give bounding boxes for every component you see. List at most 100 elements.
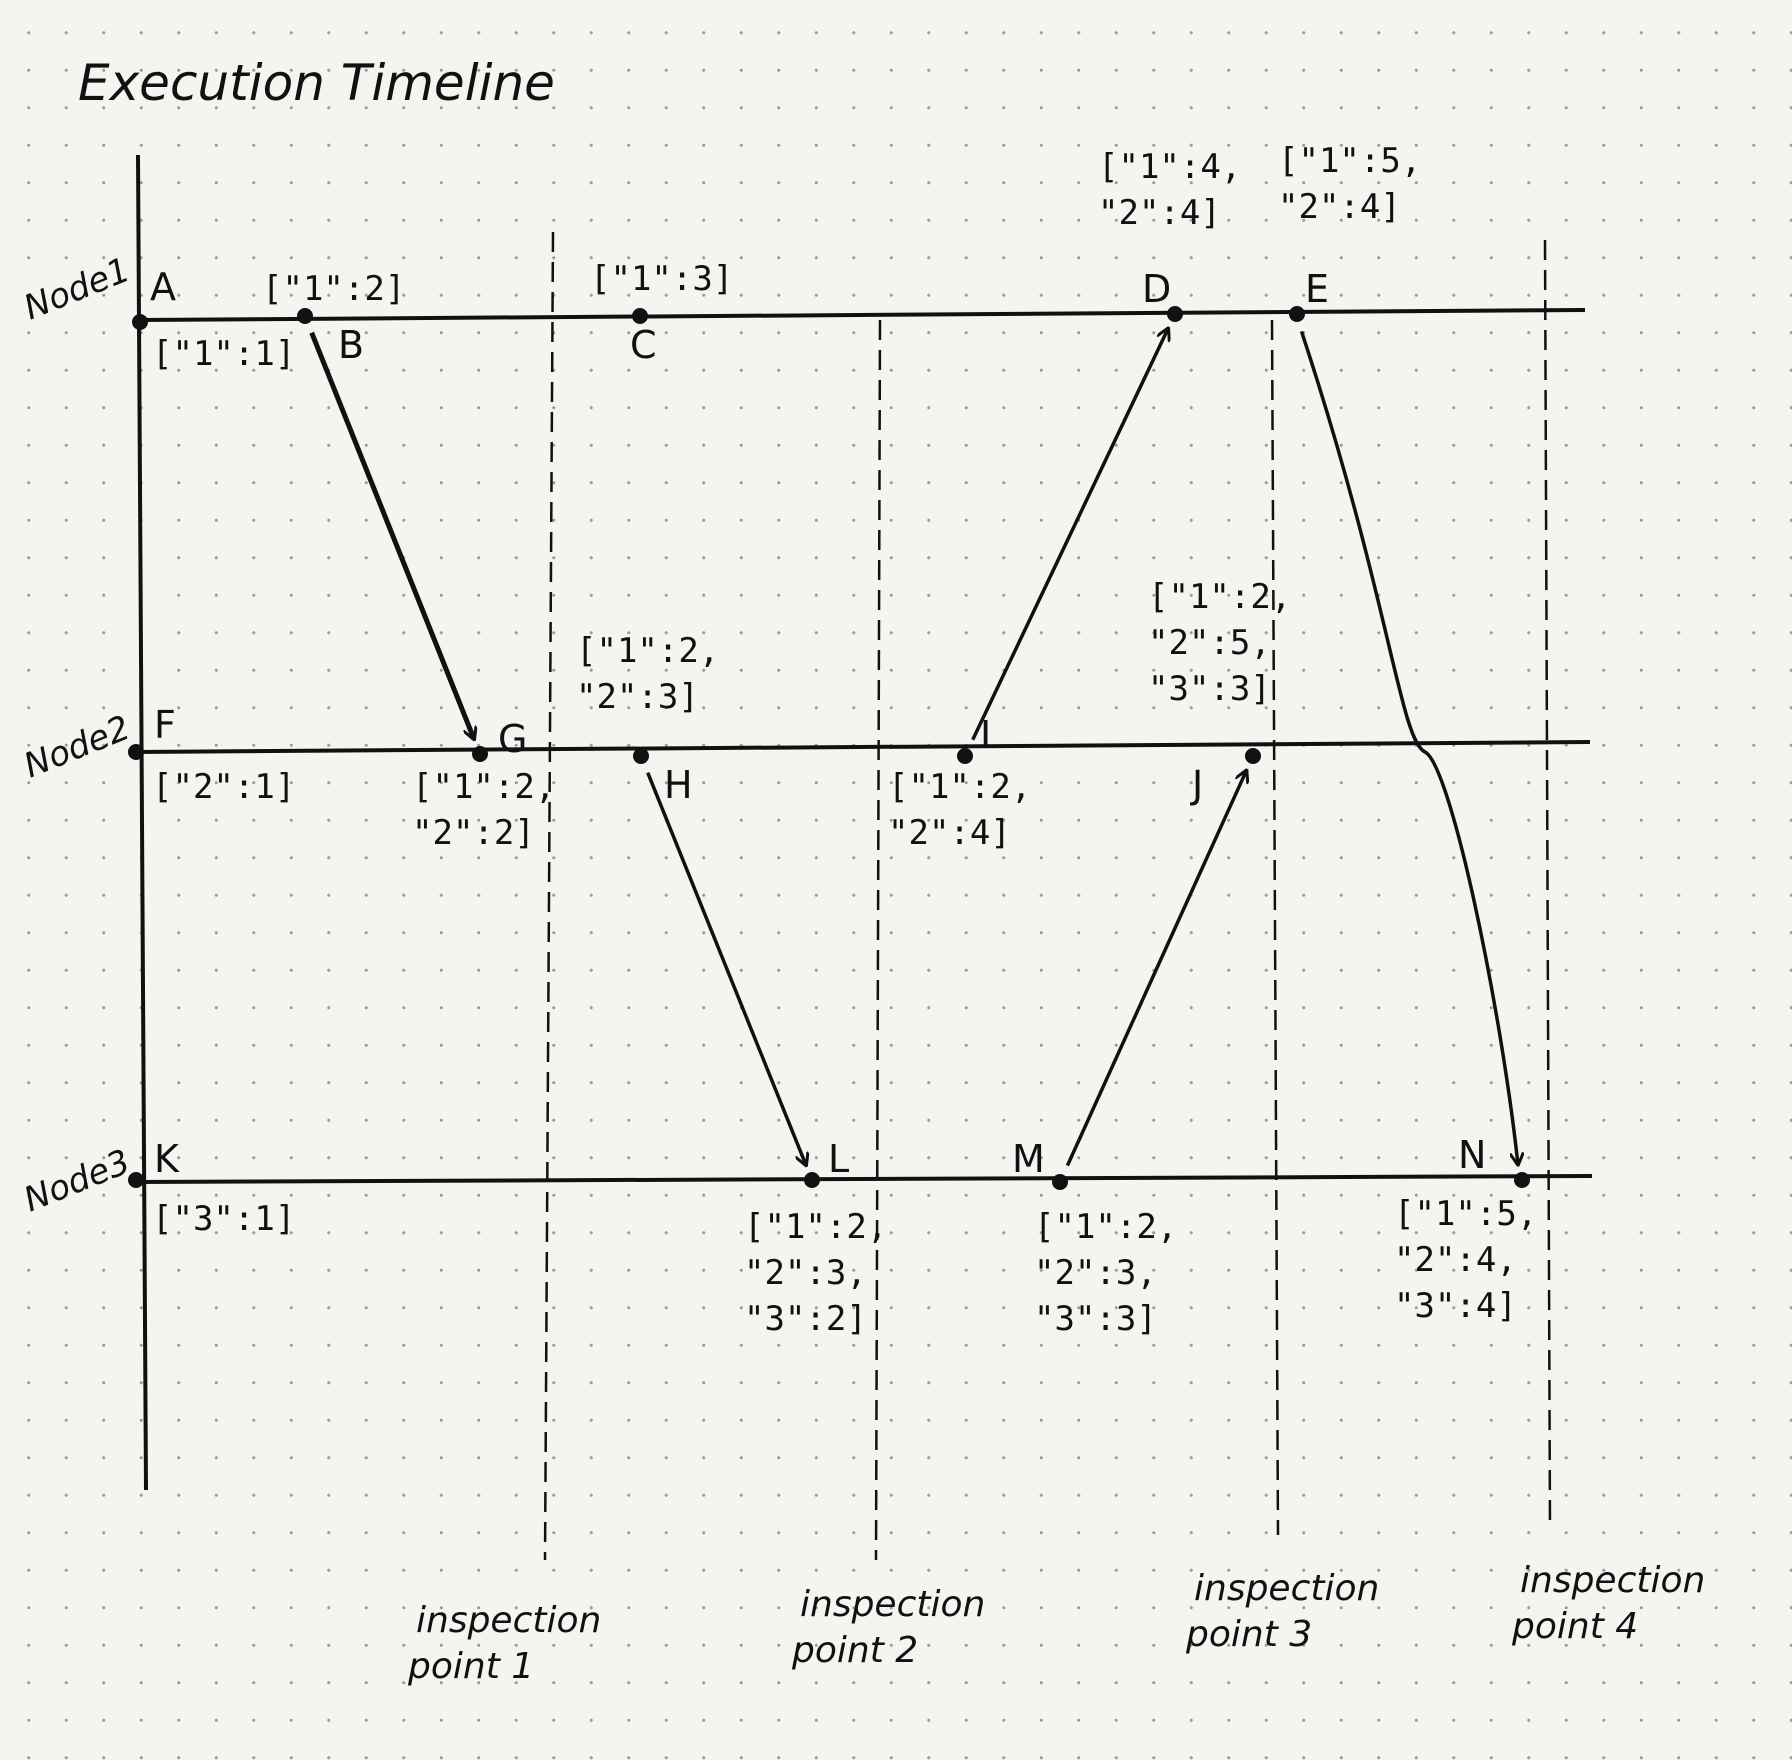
vector-clock: ["1":5, "2":4] — [1278, 141, 1421, 227]
clock-line: "3":2] — [744, 1299, 867, 1339]
event-dot — [633, 748, 649, 764]
event-dot — [1245, 748, 1261, 764]
event-label: F — [154, 703, 176, 747]
clock-line: "3":4] — [1394, 1286, 1517, 1326]
inspection-label: inspection — [416, 1600, 601, 1641]
messages — [309, 328, 1518, 1167]
clock-line: "3":3] — [1148, 669, 1271, 709]
vector-clock: ["1":4, "2":4] — [1098, 147, 1241, 233]
event-label: C — [630, 323, 657, 367]
inspection-label: point 3 — [1185, 1614, 1312, 1655]
event-label: M — [1012, 1137, 1045, 1181]
node-label: Node2 — [18, 708, 135, 786]
clock-line: ["1":2, — [1148, 577, 1291, 617]
clock-line: ["1":2, — [1034, 1207, 1177, 1247]
clock-line: ["3":1] — [152, 1199, 295, 1239]
time-axis — [136, 154, 148, 1491]
vector-clock: ["1":2, "2":5, "3":3] — [1148, 577, 1291, 709]
event-label: N — [1458, 1133, 1486, 1177]
message-arrow — [1065, 771, 1246, 1167]
inspection-label: point 1 — [407, 1646, 534, 1687]
message-arrow — [309, 331, 474, 739]
vector-clocks: ["1":1]["1":2]["1":3]["1":4,"2":4]["1":5… — [152, 141, 1537, 1339]
clock-line: ["1":2, — [412, 767, 555, 807]
inspection-lines — [543, 231, 1552, 1561]
vector-clock: ["1":2, "2":3] — [576, 631, 719, 717]
node-label: Node3 — [18, 1142, 135, 1220]
clock-line: "2":2] — [412, 813, 535, 853]
vector-clock: ["1":2, "2":2] — [412, 767, 555, 853]
event-dot — [472, 746, 488, 762]
clock-line: ["1":5, — [1278, 141, 1421, 181]
vector-clock: ["1":2, "2":4] — [888, 767, 1031, 853]
clock-line: "2":5, — [1148, 623, 1271, 663]
clock-line: "2":4, — [1394, 1240, 1517, 1280]
event-label: K — [154, 1137, 180, 1181]
node-timeline-line — [137, 308, 1586, 322]
inspection-labels: inspection point 1 inspection point 2 inspec… — [407, 1560, 1705, 1687]
clock-line: "2":3, — [1034, 1253, 1157, 1293]
event-dot — [1052, 1174, 1068, 1190]
event-dot — [804, 1172, 820, 1188]
inspection-label: inspection — [800, 1584, 985, 1625]
inspection-line — [543, 231, 555, 1561]
clock-line: ["1":5, — [1394, 1194, 1537, 1234]
clock-line: ["1":4, — [1098, 147, 1241, 187]
clock-line: "2":3] — [576, 677, 699, 717]
vector-clock: ["1":2, "2":3, "3":3] — [1034, 1207, 1177, 1339]
event-label: H — [664, 763, 693, 807]
event-dot — [297, 308, 313, 324]
clock-line: "2":4] — [1278, 187, 1401, 227]
clock-line: "2":4] — [888, 813, 1011, 853]
event-dot — [132, 314, 148, 330]
inspection-label: point 2 — [791, 1630, 918, 1671]
event-dot — [1289, 306, 1305, 322]
clock-line: "2":3, — [744, 1253, 867, 1293]
vector-clock: ["1":3] — [590, 259, 733, 299]
event-label: J — [1190, 763, 1203, 807]
inspection-label: inspection — [1194, 1568, 1379, 1609]
clock-line: ["1":3] — [590, 259, 733, 299]
event-label: I — [980, 713, 991, 757]
event-label: G — [498, 717, 527, 761]
clock-line: "2":4] — [1098, 193, 1221, 233]
inspection-label: inspection — [1520, 1560, 1705, 1601]
vector-clock: ["1":1] — [152, 334, 295, 374]
node-label: Node1 — [18, 250, 135, 328]
event-dot — [1514, 1172, 1530, 1188]
event-label: B — [338, 323, 364, 367]
events: A B C D E F G H I J K L M N — [128, 265, 1530, 1190]
clock-line: ["1":2, — [576, 631, 719, 671]
vector-clock: ["1":2, "2":3, "3":2] — [744, 1207, 887, 1339]
inspection-label: point 4 — [1511, 1606, 1638, 1647]
inspection-line — [874, 319, 882, 1561]
event-label: L — [828, 1137, 849, 1181]
event-dot — [1167, 306, 1183, 322]
event-dot — [957, 748, 973, 764]
clock-line: ["1":2, — [744, 1207, 887, 1247]
inspection-line — [1270, 319, 1280, 1536]
message-arrow — [1299, 330, 1518, 1164]
node-timeline-line — [134, 740, 1591, 754]
vector-clock: ["1":2] — [262, 269, 405, 309]
clock-line: ["1":1] — [152, 334, 295, 374]
node-timeline-line — [134, 1174, 1593, 1184]
event-label: A — [150, 265, 176, 309]
clock-line: "3":3] — [1034, 1299, 1157, 1339]
clock-line: ["1":2, — [888, 767, 1031, 807]
vector-clock: ["2":1] — [152, 767, 295, 807]
inspection-line — [1543, 239, 1552, 1531]
clock-line: ["2":1] — [152, 767, 295, 807]
event-dot — [128, 744, 144, 760]
event-dot — [128, 1172, 144, 1188]
vector-clock: ["1":5, "2":4, "3":4] — [1394, 1194, 1537, 1326]
message-arrow — [971, 328, 1168, 741]
diagram-title: Execution Timeline — [78, 54, 555, 112]
event-label: E — [1305, 267, 1329, 311]
event-dot — [632, 308, 648, 324]
clock-line: ["1":2] — [262, 269, 405, 309]
event-label: D — [1142, 267, 1171, 311]
message-arrow — [646, 772, 806, 1165]
